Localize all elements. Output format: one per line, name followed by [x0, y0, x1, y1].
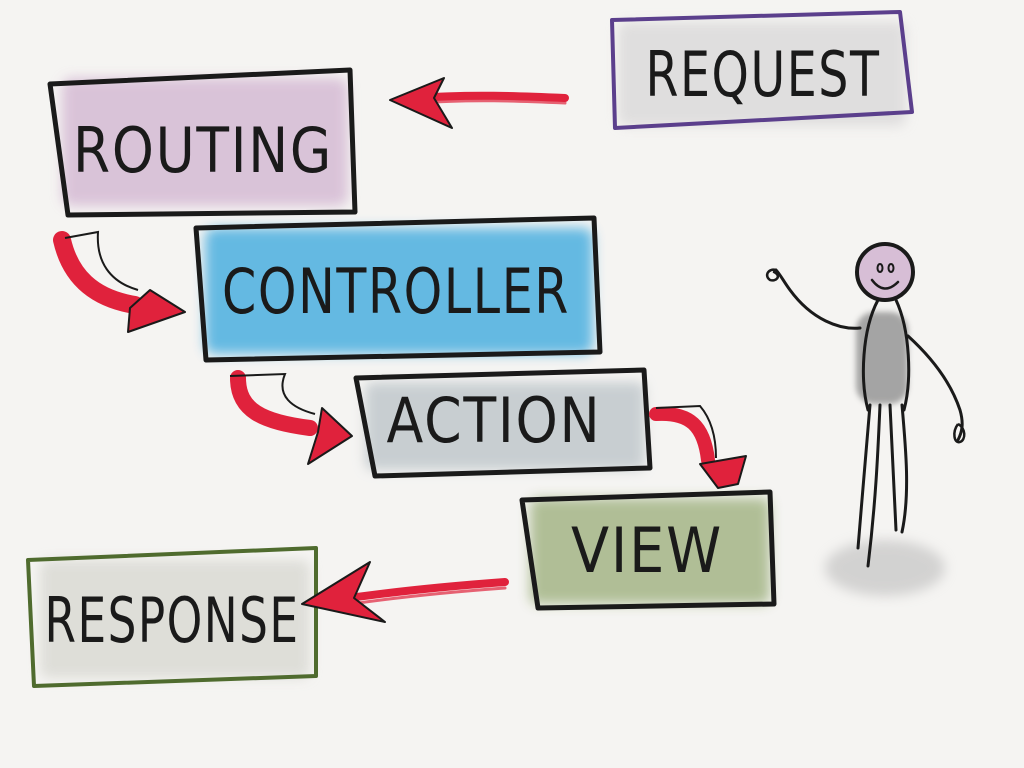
node-label-request: REQUEST: [646, 38, 881, 111]
node-label-response: RESPONSE: [45, 584, 300, 657]
node-label-view: VIEW: [571, 514, 723, 587]
figure-head: [857, 244, 913, 300]
node-controller: CONTROLLER: [196, 218, 600, 360]
figure-leg-left: [858, 405, 870, 548]
edge-view-response: [302, 562, 505, 622]
stick-figure: [767, 244, 964, 596]
figure-shadow: [825, 540, 945, 596]
node-label-routing: ROUTING: [73, 114, 333, 187]
node-action: ACTION: [356, 370, 650, 476]
node-routing: ROUTING: [50, 70, 355, 215]
figure-arm-right: [908, 336, 962, 440]
figure-leg-right-outer: [902, 405, 907, 532]
edge-action-view: [656, 406, 746, 488]
node-label-controller: CONTROLLER: [222, 255, 570, 328]
node-view: VIEW: [522, 492, 774, 608]
edge-request-routing: [390, 78, 565, 128]
edge-routing-controller: [62, 232, 185, 332]
arrowhead-icon: [308, 408, 352, 464]
node-response: RESPONSE: [28, 548, 316, 686]
node-label-action: ACTION: [387, 384, 602, 457]
figure-arm-left: [776, 270, 860, 328]
node-request: REQUEST: [612, 12, 912, 128]
edge-controller-action: [230, 374, 352, 464]
figure-leg-right: [890, 405, 896, 530]
